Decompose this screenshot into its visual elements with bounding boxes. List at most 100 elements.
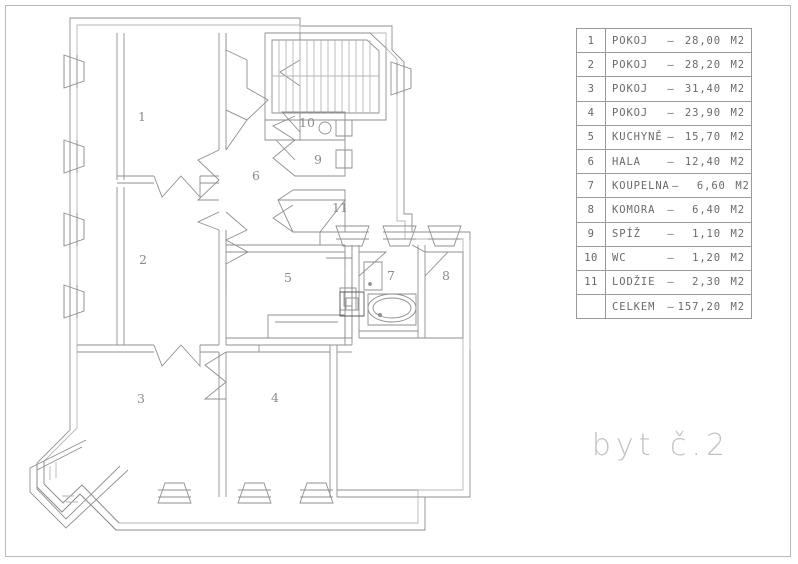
area-value: 2,30 bbox=[692, 276, 721, 289]
area-value: 157,20 bbox=[677, 300, 721, 313]
room-name: KOUPELNA bbox=[612, 179, 670, 192]
dash-separator: – bbox=[667, 300, 675, 313]
area-unit: M2 bbox=[730, 34, 745, 47]
room-number-label-7: 7 bbox=[387, 268, 395, 283]
window-symbol bbox=[63, 284, 85, 319]
exterior-wall-outline bbox=[36, 17, 471, 531]
room-number-label-4: 4 bbox=[271, 390, 279, 405]
area-value: 15,70 bbox=[684, 131, 721, 144]
room-number-cell: 10 bbox=[577, 246, 606, 270]
window-symbol-group-left bbox=[63, 54, 85, 319]
bathtub bbox=[367, 293, 417, 326]
area-value: 1,10 bbox=[692, 228, 721, 241]
interior-walls-left bbox=[77, 33, 227, 497]
room-number-label-1: 1 bbox=[138, 109, 146, 124]
drawing-title: byt č.2 bbox=[591, 428, 731, 463]
area-value: 6,40 bbox=[692, 203, 721, 216]
window-symbol bbox=[390, 61, 412, 96]
room-number-cell: 11 bbox=[577, 270, 606, 295]
dash-separator: – bbox=[667, 82, 675, 95]
window-symbol bbox=[382, 225, 417, 247]
dash-separator: – bbox=[667, 58, 675, 71]
area-value: 28,00 bbox=[684, 34, 721, 47]
room-number-cell: 9 bbox=[577, 222, 606, 246]
storage-room bbox=[411, 240, 471, 350]
bay-window-erker bbox=[29, 439, 129, 531]
area-unit: M2 bbox=[730, 276, 745, 289]
area-unit: M2 bbox=[730, 155, 745, 168]
window-symbol-group-bottom bbox=[157, 482, 334, 504]
room-name: POKOJ bbox=[612, 107, 649, 120]
pantry-room bbox=[272, 139, 353, 177]
dash-separator: – bbox=[672, 179, 680, 192]
room-name: KUCHYNĚ bbox=[612, 131, 663, 144]
area-value: 31,40 bbox=[684, 82, 721, 95]
dash-separator: – bbox=[667, 107, 675, 120]
room-name: HALA bbox=[612, 155, 641, 168]
room-number-cell bbox=[577, 295, 606, 319]
bathroom-room bbox=[339, 245, 426, 339]
loggia bbox=[277, 189, 346, 245]
room-area-cell: POKOJ –31,40 M2 bbox=[606, 77, 751, 100]
area-unit: M2 bbox=[730, 82, 745, 95]
room-number-cell: 6 bbox=[577, 149, 606, 174]
room-name: POKOJ bbox=[612, 82, 649, 95]
room-number-label-2: 2 bbox=[139, 252, 147, 267]
area-unit: M2 bbox=[730, 58, 745, 71]
window-symbol bbox=[427, 225, 462, 247]
room-number-cell: 1 bbox=[577, 29, 606, 53]
room4-walls bbox=[226, 344, 338, 497]
kitchen-appliance bbox=[339, 287, 357, 311]
room-number-label-6: 6 bbox=[252, 168, 260, 183]
area-unit: M2 bbox=[730, 107, 745, 120]
window-symbol-group-top-right bbox=[390, 61, 412, 96]
window-symbol bbox=[157, 482, 192, 504]
room-name: SPÍŽ bbox=[612, 228, 641, 241]
dash-separator: – bbox=[667, 34, 675, 47]
window-symbol bbox=[63, 212, 85, 247]
room-number-cell: 2 bbox=[577, 53, 606, 77]
room-area-cell: POKOJ –23,90 M2 bbox=[606, 102, 751, 125]
area-value: 23,90 bbox=[684, 107, 721, 120]
room-number-cell: 8 bbox=[577, 198, 606, 222]
dash-separator: – bbox=[667, 252, 675, 265]
area-unit: M2 bbox=[730, 300, 745, 313]
area-unit: M2 bbox=[730, 228, 745, 241]
room-name: WC bbox=[612, 252, 627, 265]
lower-structure bbox=[337, 351, 425, 498]
dash-separator: – bbox=[667, 155, 675, 168]
table-row: CELKEM–157,20 M2 bbox=[577, 295, 751, 320]
staircase bbox=[264, 32, 387, 141]
area-unit: M2 bbox=[735, 179, 750, 192]
door-opening-symbols bbox=[153, 149, 227, 400]
window-symbol bbox=[299, 482, 334, 504]
area-unit: M2 bbox=[730, 203, 745, 216]
window-symbol-group-right bbox=[335, 225, 462, 247]
room-number-cell: 4 bbox=[577, 101, 606, 125]
room-number-cell: 7 bbox=[577, 174, 606, 198]
door-swing-lines bbox=[274, 111, 450, 277]
hall-walls bbox=[225, 33, 301, 290]
room-area-cell: CELKEM–157,20 M2 bbox=[606, 295, 751, 318]
room-number-label-5: 5 bbox=[284, 270, 292, 285]
kitchen-room bbox=[226, 244, 357, 346]
room-name: CELKEM bbox=[612, 300, 656, 313]
room-name: KOMORA bbox=[612, 203, 656, 216]
